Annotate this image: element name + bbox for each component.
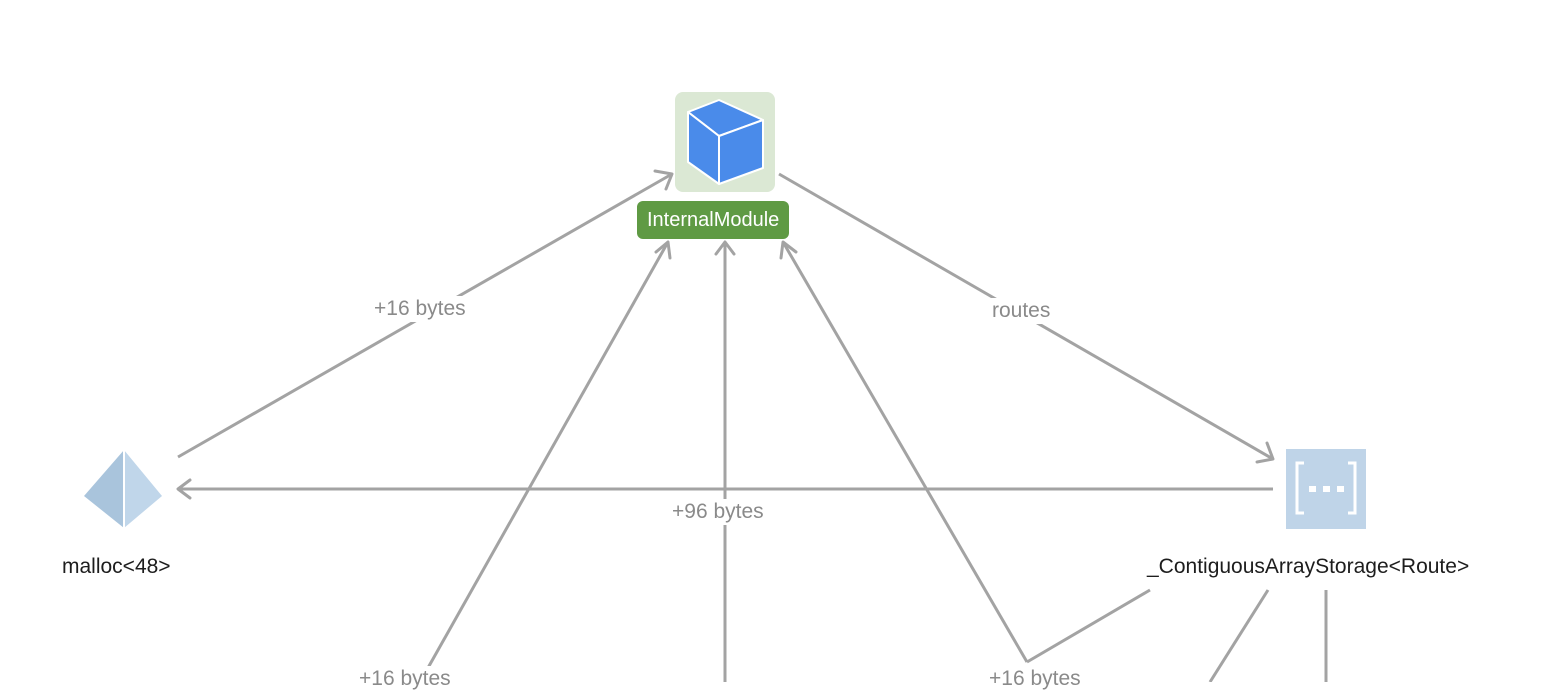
- edge-label-lower-left: +16 bytes: [355, 666, 455, 692]
- arrowhead: [779, 240, 798, 260]
- edge-array-to-lower-right[interactable]: [1026, 588, 1151, 664]
- edge-array-down-left[interactable]: [1208, 589, 1270, 683]
- cube-icon: [687, 99, 764, 185]
- edge-label-module-to-array: routes: [988, 298, 1055, 324]
- arrowhead: [176, 478, 192, 500]
- edge-label-malloc-to-module: +16 bytes: [370, 296, 470, 322]
- malloc-node[interactable]: [84, 450, 164, 530]
- edge-label-array-to-malloc: +96 bytes: [668, 499, 768, 525]
- arrowhead: [714, 240, 736, 256]
- edge-label-lower-right: +16 bytes: [985, 666, 1085, 692]
- array-storage-node[interactable]: [1286, 449, 1366, 529]
- array-brackets-icon: [1295, 461, 1357, 515]
- array-storage-label: _ContiguousArrayStorage<Route>: [1147, 555, 1470, 578]
- arrowhead: [653, 169, 674, 191]
- internal-module-label[interactable]: InternalModule: [637, 201, 790, 239]
- malloc-label: malloc<48>: [62, 555, 171, 578]
- edge-lower-right-to-module[interactable]: [781, 241, 1029, 663]
- pyramid-icon: [84, 450, 162, 528]
- internal-module-node[interactable]: [675, 92, 775, 192]
- arrowhead: [1255, 441, 1275, 464]
- arrowhead: [654, 240, 672, 260]
- edge-lower-left-to-module[interactable]: [418, 241, 670, 683]
